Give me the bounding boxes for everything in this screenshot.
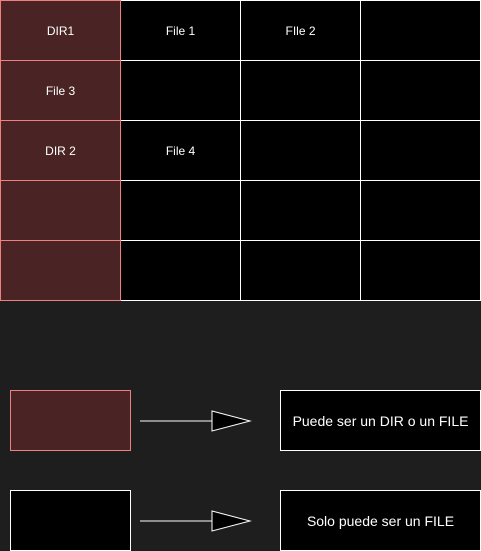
grid-cell-r4-c0 bbox=[0, 240, 121, 301]
legend-arrow-icon bbox=[140, 410, 252, 432]
grid-cell-r1-c0: File 3 bbox=[0, 60, 121, 121]
grid-cell-r2-c1: File 4 bbox=[120, 120, 241, 181]
grid-cell-r3-c3 bbox=[360, 180, 481, 241]
legend-swatch-file-only bbox=[10, 490, 131, 551]
cell-label: DIR 2 bbox=[45, 143, 76, 158]
directory-grid: DIR1 File 1 FIle 2 File 3 DIR 2 File 4 bbox=[0, 0, 481, 301]
cell-label: File 3 bbox=[45, 83, 76, 98]
grid-cell-r4-c1 bbox=[120, 240, 241, 301]
grid-cell-r4-c3 bbox=[360, 240, 481, 301]
grid-cell-r2-c2 bbox=[240, 120, 361, 181]
grid-cell-r3-c2 bbox=[240, 180, 361, 241]
grid-cell-r3-c0 bbox=[0, 180, 121, 241]
grid-cell-r4-c2 bbox=[240, 240, 361, 301]
legend-swatch-dir-or-file bbox=[10, 390, 131, 451]
grid-cell-r3-c1 bbox=[120, 180, 241, 241]
legend-description-dir-or-file: Puede ser un DIR o un FILE bbox=[280, 390, 481, 451]
grid-cell-r1-c3 bbox=[360, 60, 481, 121]
legend-description-file-only: Solo puede ser un FILE bbox=[280, 490, 481, 551]
grid-cell-r0-c1: File 1 bbox=[120, 0, 241, 61]
cell-label: File 1 bbox=[165, 23, 196, 38]
grid-cell-r1-c1 bbox=[120, 60, 241, 121]
legend-arrow-icon bbox=[140, 510, 252, 532]
grid-cell-r2-c3 bbox=[360, 120, 481, 181]
cell-label: File 4 bbox=[165, 143, 196, 158]
grid-cell-r2-c0: DIR 2 bbox=[0, 120, 121, 181]
grid-cell-r0-c3 bbox=[360, 0, 481, 61]
grid-cell-r0-c2: FIle 2 bbox=[240, 0, 361, 61]
cell-label: DIR1 bbox=[46, 23, 75, 38]
cell-label: FIle 2 bbox=[285, 23, 316, 38]
legend-label: Solo puede ser un FILE bbox=[306, 512, 455, 529]
grid-cell-r1-c2 bbox=[240, 60, 361, 121]
legend-label: Puede ser un DIR o un FILE bbox=[292, 412, 469, 429]
grid-cell-r0-c0: DIR1 bbox=[0, 0, 121, 61]
